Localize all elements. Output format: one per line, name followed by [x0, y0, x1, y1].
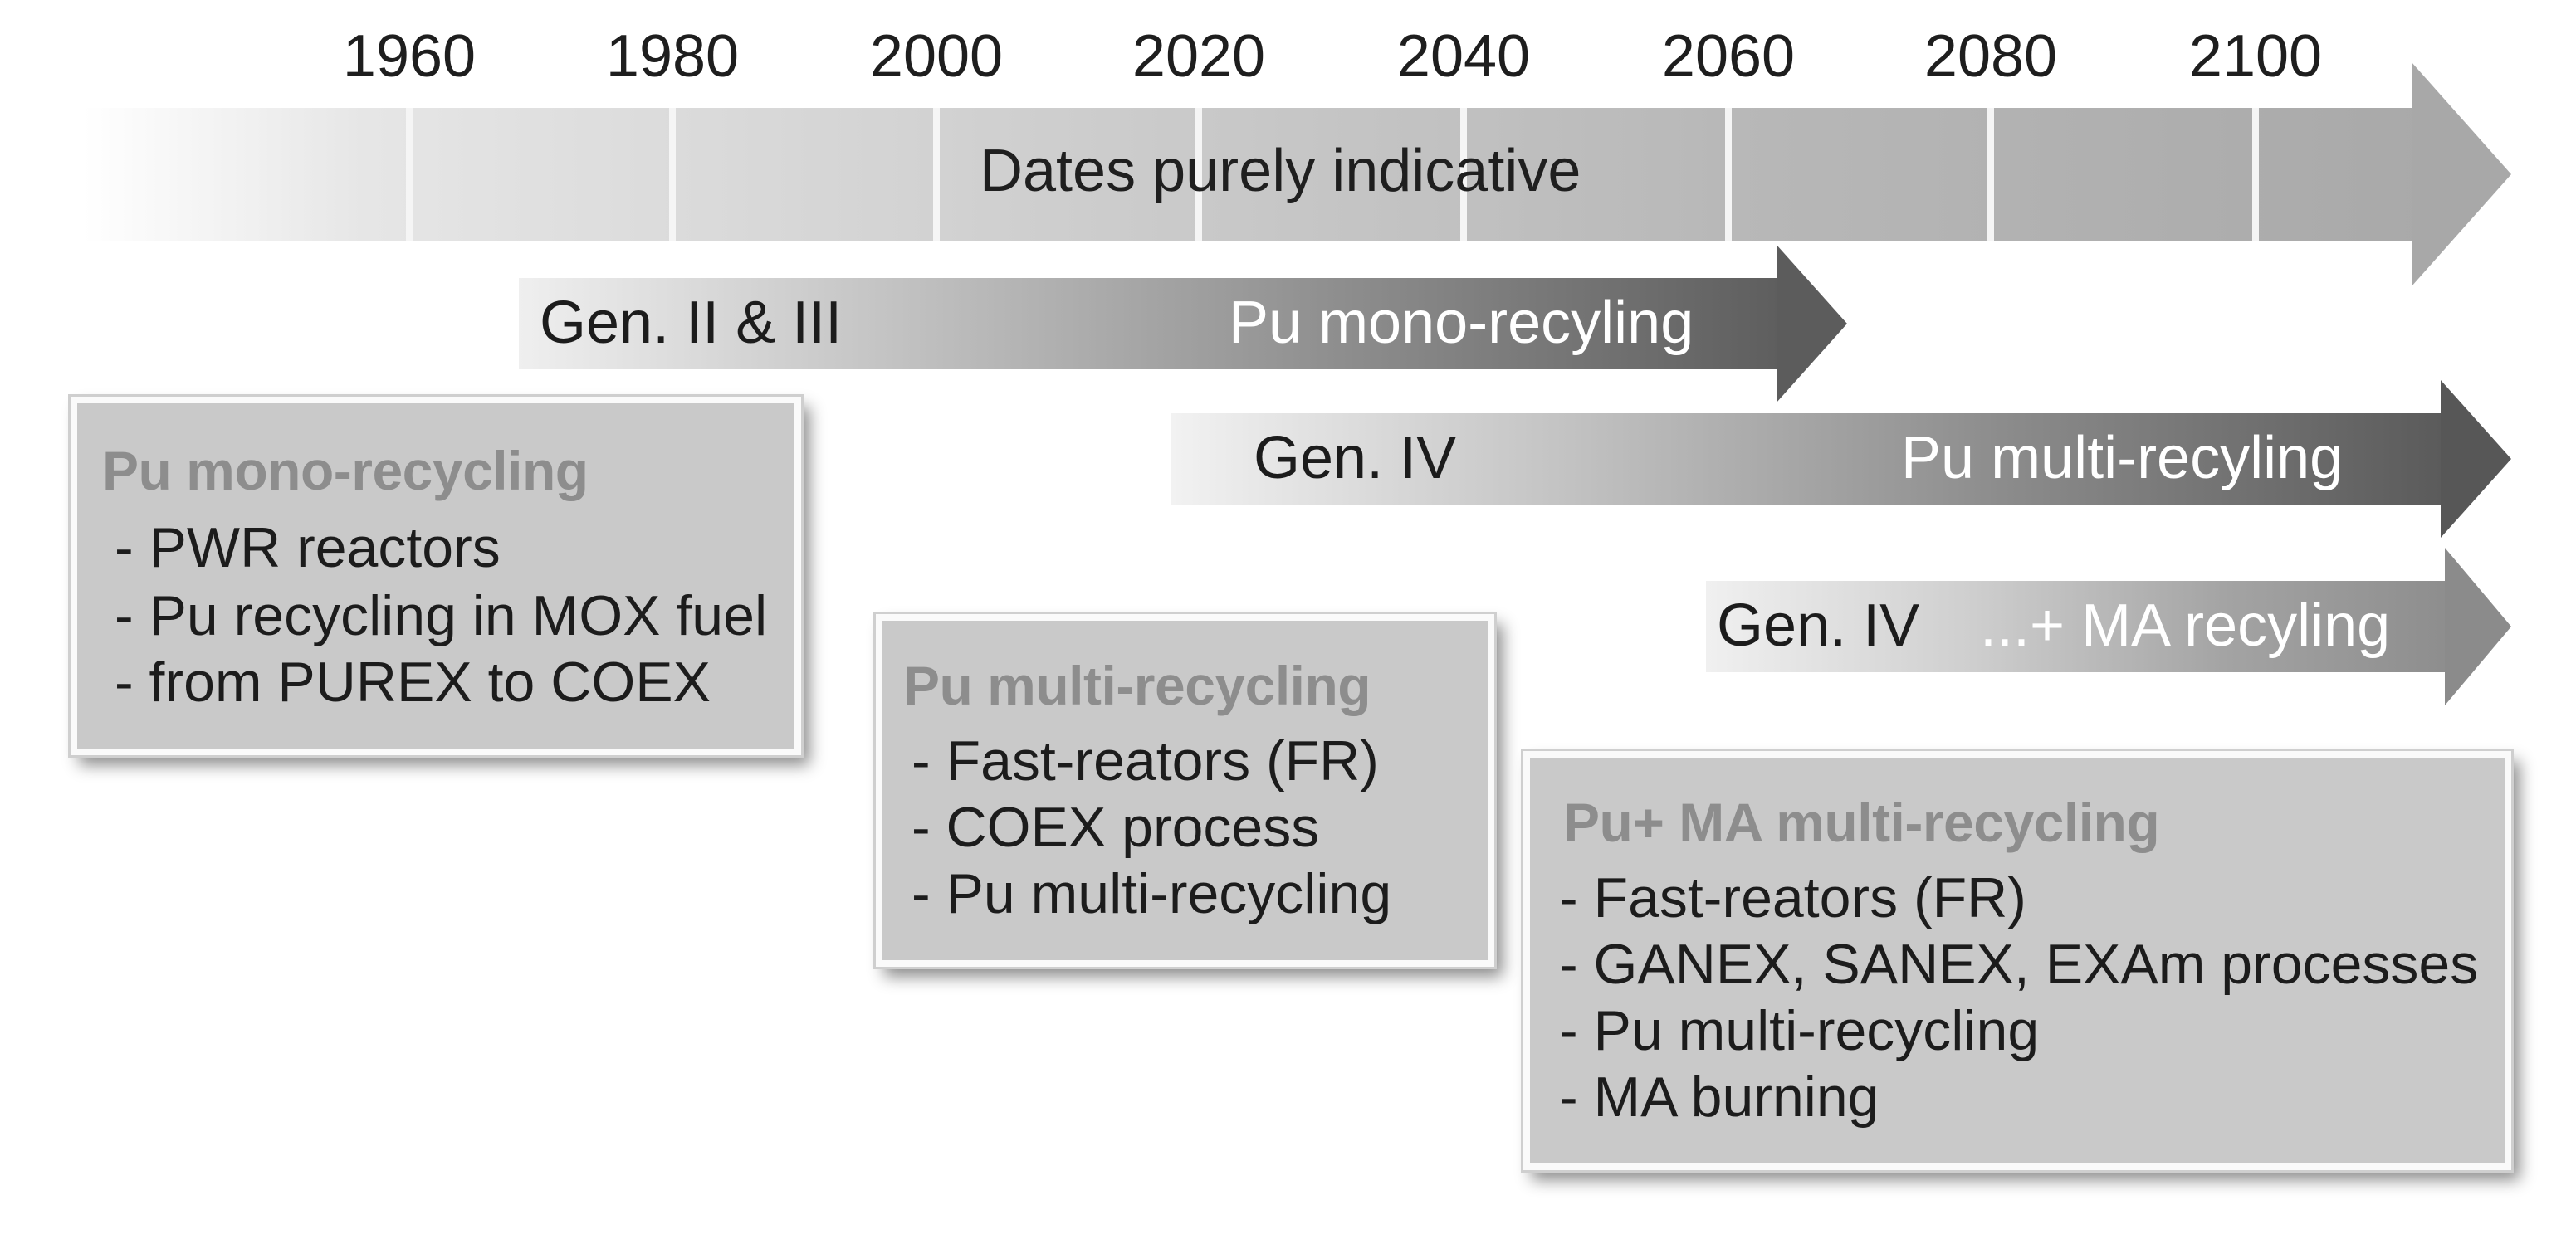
pu-ma-multi-recycling-title: Pu+ MA multi-recycling: [1563, 792, 2160, 853]
pu-multi-recycling-title: Pu multi-recycling: [903, 655, 1371, 716]
gen4-pu-label: Gen. IV: [1254, 425, 1457, 491]
list-item: - Pu recycling in MOX fuel: [115, 584, 768, 647]
list-item: - from PUREX to COEX: [115, 651, 711, 714]
list-item: - Pu multi-recycling: [912, 862, 1392, 925]
year-divider: [933, 108, 940, 241]
gen4-pu-arrowhead: [2441, 380, 2511, 538]
timeline-band: [83, 108, 2428, 241]
list-item: - COEX process: [912, 796, 1320, 859]
pu-multi-recycling-arrow-label: Pu multi-recyling: [1901, 425, 2344, 491]
gen4-ma-arrowhead: [2445, 548, 2511, 705]
year-label-1960: 1960: [342, 23, 477, 90]
year-divider: [1987, 108, 1994, 241]
list-item: - MA burning: [1559, 1066, 1879, 1129]
list-item: - Pu multi-recycling: [1559, 999, 2040, 1062]
list-item: - Fast-reators (FR): [912, 729, 1379, 793]
year-divider: [669, 108, 676, 241]
gen4-ma-label: Gen. IV: [1717, 593, 1920, 659]
pu-mono-recycling-box: Pu mono-recycling - PWR reactors - Pu re…: [71, 397, 801, 755]
year-label-2020: 2020: [1132, 23, 1266, 90]
year-label-2060: 2060: [1661, 23, 1796, 90]
gen4-pu-arrow-body: [1171, 413, 2449, 505]
gen2-3-arrowhead: [1777, 245, 1847, 402]
list-item: - Fast-reators (FR): [1559, 866, 2026, 929]
ma-recycling-arrow-label: ...+ MA recyling: [1980, 593, 2391, 659]
year-label-2040: 2040: [1396, 23, 1531, 90]
gen2-3-arrow-body: [519, 278, 1781, 369]
gen4-ma-arrow-body: [1706, 581, 2453, 672]
year-label-1980: 1980: [605, 23, 740, 90]
year-divider: [1725, 108, 1732, 241]
pu-mono-recycling-arrow-label: Pu mono-recyling: [1229, 290, 1694, 356]
list-item: - PWR reactors: [115, 516, 501, 579]
year-divider: [1460, 108, 1467, 241]
timeline-caption: Dates purely indicative: [980, 138, 1581, 204]
year-divider: [1195, 108, 1202, 241]
pu-ma-multi-recycling-box: Pu+ MA multi-recycling - Fast-reators (F…: [1523, 751, 2511, 1170]
list-item: - GANEX, SANEX, EXAm processes: [1559, 933, 2479, 996]
gen2-3-label: Gen. II & III: [540, 290, 843, 356]
year-divider: [406, 108, 413, 241]
year-label-2080: 2080: [1923, 23, 2058, 90]
timeline-arrowhead: [2412, 62, 2511, 286]
pu-multi-recycling-box: Pu multi-recycling - Fast-reators (FR) -…: [876, 614, 1494, 967]
year-divider: [2252, 108, 2259, 241]
year-label-2100: 2100: [2188, 23, 2323, 90]
pu-mono-recycling-title: Pu mono-recycling: [102, 440, 589, 501]
year-label-2000: 2000: [869, 23, 1004, 90]
